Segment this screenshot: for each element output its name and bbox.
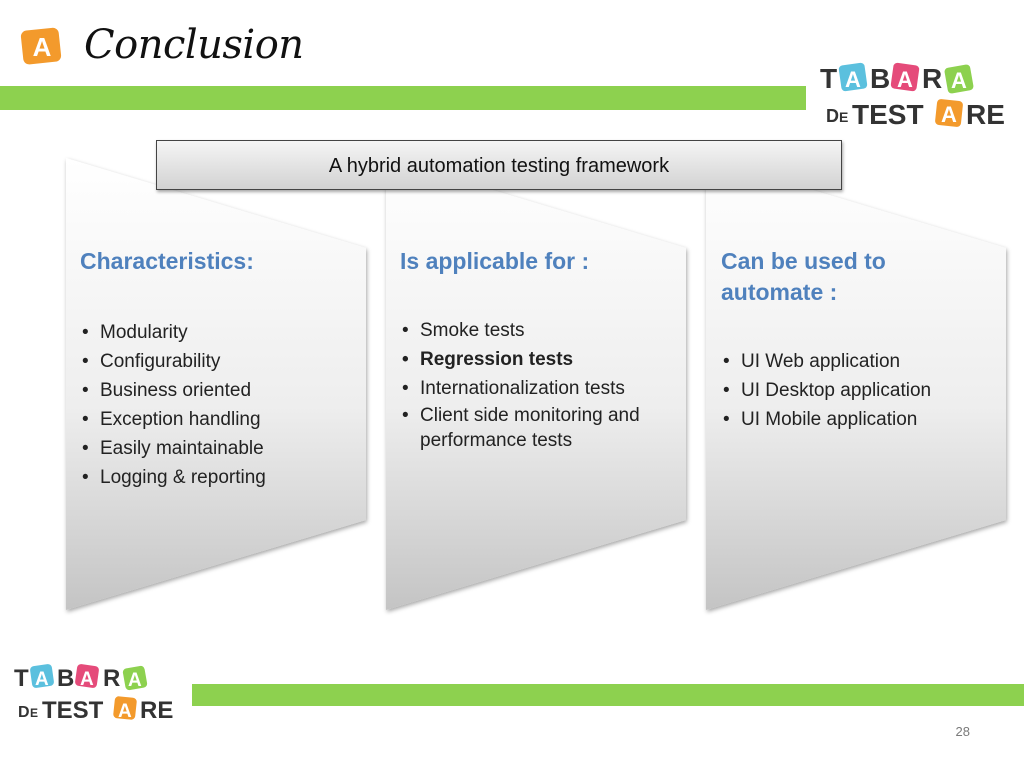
characteristics-list: Modularity Configurability Business orie… <box>80 318 350 492</box>
applicable-list: Smoke tests Regression tests Internation… <box>400 316 670 453</box>
svg-text:A: A <box>951 68 967 93</box>
applicable-column: Is applicable for : Smoke tests Regressi… <box>400 246 670 453</box>
svg-text:RE: RE <box>966 99 1005 130</box>
svg-text:T: T <box>820 63 837 94</box>
list-item: Internationalization tests <box>400 374 670 403</box>
logo-a-icon: A <box>20 27 62 65</box>
svg-text:A: A <box>35 669 49 690</box>
characteristics-column: Characteristics: Modularity Configurabil… <box>80 246 350 492</box>
list-item: Logging & reporting <box>80 463 350 492</box>
applicable-heading: Is applicable for : <box>400 248 590 274</box>
bottom-accent-bar <box>192 684 1024 706</box>
characteristics-heading: Characteristics: <box>80 248 254 274</box>
list-item: Smoke tests <box>400 316 670 345</box>
svg-text:A: A <box>128 670 142 691</box>
svg-text:E: E <box>839 109 848 125</box>
svg-text:A: A <box>33 32 52 62</box>
svg-text:RE: RE <box>140 697 173 724</box>
list-item: Easily maintainable <box>80 434 350 463</box>
list-item: Configurability <box>80 347 350 376</box>
svg-text:A: A <box>80 669 94 690</box>
list-item: Regression tests <box>400 345 670 374</box>
automate-list: UI Web application UI Desktop applicatio… <box>721 347 991 434</box>
svg-text:B: B <box>57 665 74 692</box>
svg-text:A: A <box>941 102 957 127</box>
list-item: UI Mobile application <box>721 405 991 434</box>
automate-column: Can be used to automate : UI Web applica… <box>721 246 991 434</box>
svg-text:B: B <box>870 63 890 94</box>
list-item: UI Desktop application <box>721 376 991 405</box>
page-number: 28 <box>955 724 970 739</box>
automate-heading: Can be used to automate : <box>721 248 886 305</box>
list-item: Business oriented <box>80 376 350 405</box>
list-item: UI Web application <box>721 347 991 376</box>
svg-text:E: E <box>30 706 38 720</box>
tabara-de-testare-logo: T A B A R A D E TEST A RE <box>820 62 1005 130</box>
svg-text:T: T <box>14 665 29 692</box>
svg-text:A: A <box>118 701 132 722</box>
list-item: Client side monitoring and performance t… <box>400 403 670 453</box>
top-accent-bar <box>0 86 806 110</box>
svg-text:A: A <box>897 67 913 92</box>
svg-text:D: D <box>826 106 839 126</box>
list-item: Exception handling <box>80 405 350 434</box>
svg-text:R: R <box>103 665 120 692</box>
list-item: Modularity <box>80 318 350 347</box>
svg-text:TEST: TEST <box>852 99 924 130</box>
svg-text:TEST: TEST <box>42 697 104 724</box>
svg-text:A: A <box>845 67 861 92</box>
svg-text:R: R <box>922 63 942 94</box>
slide-title: Conclusion <box>84 22 304 68</box>
svg-text:D: D <box>18 704 30 721</box>
tabara-de-testare-logo-footer: T A B A R A D E TEST A RE <box>14 664 173 724</box>
framework-banner: A hybrid automation testing framework <box>156 140 842 190</box>
